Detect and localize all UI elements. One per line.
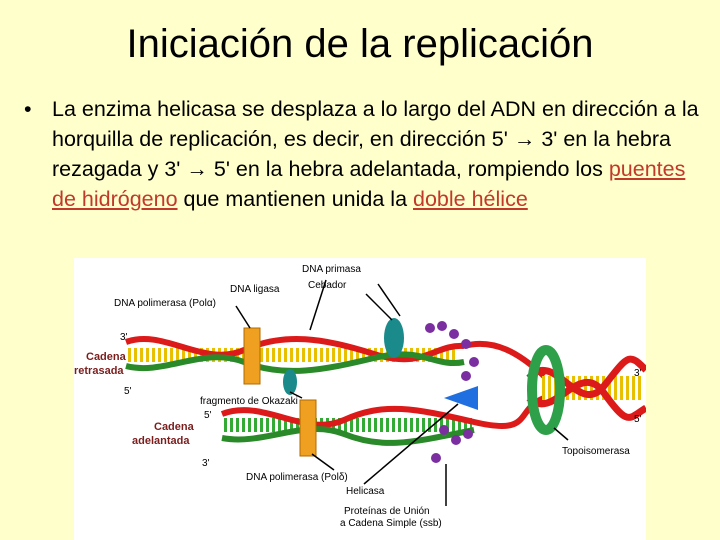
helicase-triangle [444,386,478,410]
end-top-left-5: 5' [124,386,132,397]
label-cadena-retrasada-1: Cadena [86,351,127,363]
bullet-text-part-2: que mantienen unida la [177,187,414,211]
end-mid-left-5: 5' [204,410,212,421]
primase-oval [384,318,404,358]
bullet-text: La enzima helicasa se desplaza a lo larg… [52,94,704,214]
label-dna-ligasa: DNA ligasa [230,284,280,295]
topoisomerase-ring [527,345,565,435]
label-cadena-retrasada-2: retrasada [74,365,124,377]
label-topoisomerasa: Topoisomerasa [562,446,630,457]
ssb-proteins [425,321,479,463]
bullet-text-part-1: La enzima helicasa se desplaza a lo larg… [52,97,699,181]
end-bottom-left-3: 3' [202,458,210,469]
parental-helix [526,355,646,421]
replication-diagram: DNA primasa Cebador DNA ligasa DNA polim… [74,258,646,540]
label-ssb-2: a Cadena Simple (ssb) [340,518,442,529]
label-cadena-adelantada-2: adelantada [132,435,190,447]
label-cebador: Cebador [308,280,347,291]
label-ssb-1: Proteínas de Unión [344,506,430,517]
link-doble-helice[interactable]: doble hélice [413,187,528,211]
label-cadena-adelantada-1: Cadena [154,421,195,433]
link-puentes-hidrogeno[interactable]: puentes de hidrógeno [52,157,686,211]
leading-strand [220,395,546,446]
slide-title: Iniciación de la replicación [126,22,594,66]
label-dna-primasa: DNA primasa [302,264,361,275]
end-right-bottom-5: 5' [634,414,642,425]
label-helicasa: Helicasa [346,486,385,497]
label-pol-delta: DNA polimerasa (Polδ) [246,472,348,483]
lagging-strand [124,335,547,379]
polymerase-delta [299,399,317,457]
polymerase-alpha [243,327,261,385]
bullet-point: • La enzima helicasa se desplaza a lo la… [24,94,704,214]
label-pol-alpha: DNA polimerasa (Polα) [114,298,216,309]
okazaki-marker [283,369,297,395]
end-right-top-3: 3' [634,368,642,379]
end-top-left-3: 3' [120,332,128,343]
pointer-lines [235,279,569,506]
bullet-marker: • [24,97,32,121]
label-fragmento-okazaki: fragmento de Okazaki [200,396,298,407]
